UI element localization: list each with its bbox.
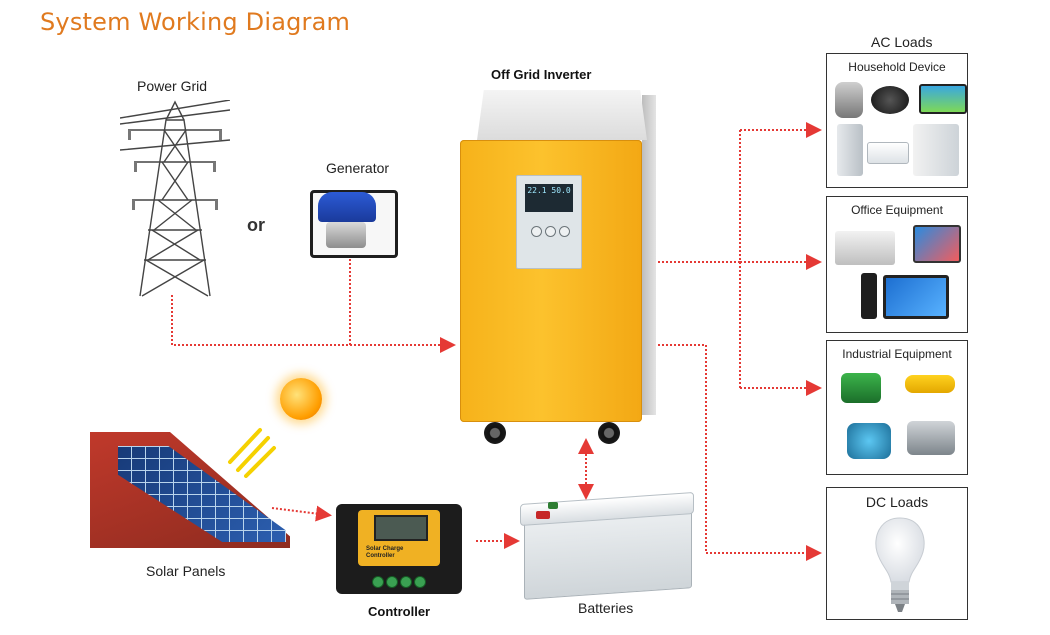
monitor-image <box>883 275 949 319</box>
office-equipment-label: Office Equipment <box>851 203 943 217</box>
controller-lcd <box>374 515 428 541</box>
inverter-wheel <box>484 422 506 444</box>
office-equipment-box: Office Equipment <box>826 196 968 333</box>
household-device-label: Household Device <box>848 60 946 74</box>
inverter-display-right: 50.0 <box>551 186 571 195</box>
electric-motor-image <box>847 423 891 459</box>
generator-tank <box>318 192 376 222</box>
battery-terminal-positive <box>536 511 550 519</box>
rice-cooker-image <box>835 82 863 118</box>
transmission-tower-icon <box>120 100 230 297</box>
inverter-label: Off Grid Inverter <box>491 67 592 82</box>
air-compressor-image <box>907 421 955 455</box>
solar-to-controller-line <box>271 505 332 522</box>
power-grid-label: Power Grid <box>137 78 208 94</box>
inverter-top <box>477 90 647 140</box>
household-device-box: Household Device <box>826 53 968 188</box>
page-title: System Working Diagram <box>40 8 351 36</box>
dc-loads-box: DC Loads <box>826 487 968 620</box>
fridge-open-image <box>913 124 959 176</box>
inverter-side <box>642 95 656 415</box>
battery-terminal-negative <box>548 502 558 509</box>
drill-image <box>841 373 881 403</box>
sun-icon <box>280 378 322 420</box>
air-conditioner-image <box>867 142 909 164</box>
pc-tower-image <box>861 273 877 319</box>
inverter-display-left: 22.1 <box>527 186 547 195</box>
printer-image <box>835 231 895 265</box>
inverter-button <box>559 226 570 237</box>
controller-terminal <box>372 576 384 588</box>
or-label: or <box>247 215 265 235</box>
inverter-to-dc-line <box>646 344 822 561</box>
generator-label: Generator <box>326 160 390 176</box>
industrial-equipment-label: Industrial Equipment <box>842 347 952 361</box>
batteries-label: Batteries <box>578 600 634 616</box>
generator-engine <box>326 222 366 248</box>
light-bulb-icon <box>875 517 925 612</box>
tv-image <box>919 84 967 114</box>
inverter-button <box>545 226 556 237</box>
inverter-display: 22.1 50.0 <box>525 184 573 212</box>
charge-controller: Solar Charge Controller <box>336 504 462 594</box>
inverter-wheel <box>598 422 620 444</box>
dc-loads-label: DC Loads <box>865 494 929 510</box>
controller-terminal <box>400 576 412 588</box>
grid-to-inverter-line <box>171 295 456 353</box>
controller-terminal <box>386 576 398 588</box>
industrial-equipment-box: Industrial Equipment <box>826 340 968 475</box>
angle-grinder-image <box>905 375 955 393</box>
induction-cooker-image <box>871 86 909 114</box>
controller-terminal <box>414 576 426 588</box>
controller-face-text: Solar Charge Controller <box>366 546 404 559</box>
refrigerator-image <box>837 124 863 176</box>
controller-face: Solar Charge Controller <box>358 510 440 566</box>
solar-panels-label: Solar Panels <box>146 563 226 579</box>
controller-label: Controller <box>368 604 431 619</box>
inverter-control-panel: 22.1 50.0 <box>516 175 582 269</box>
laptop-image <box>913 225 961 263</box>
inverter-button <box>531 226 542 237</box>
ac-loads-label: AC Loads <box>871 34 933 50</box>
sun-rays <box>228 428 276 478</box>
